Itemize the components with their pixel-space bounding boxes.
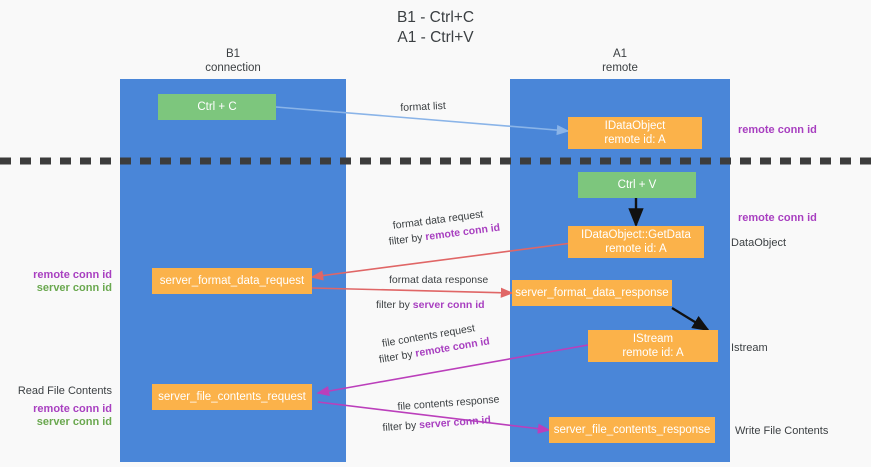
edge-label-file-contents-response: file contents response xyxy=(397,393,500,413)
filter-prefix: filter by xyxy=(388,231,427,248)
annotation-remote-conn-id-mid: remote conn id xyxy=(738,212,817,224)
filter-prefix: filter by xyxy=(382,419,420,434)
node-ctrl-c[interactable]: Ctrl + C xyxy=(158,94,276,120)
filter-key-server-conn-id: server conn id xyxy=(412,299,485,311)
annotation-left-remote-conn-id-2: remote conn id xyxy=(33,403,112,415)
node-server-file-contents-response[interactable]: server_file_contents_response xyxy=(549,417,715,443)
filter-key-server-conn-id: server conn id xyxy=(418,414,492,432)
annotation-dataobject: DataObject xyxy=(731,237,787,249)
node-server-format-data-request[interactable]: server_format_data_request xyxy=(152,268,312,294)
page-title: B1 - Ctrl+C A1 - Ctrl+V xyxy=(396,9,475,46)
lane-header-a1: A1 remote xyxy=(602,48,638,74)
annotation-left-remote-conn-id: remote conn id xyxy=(33,269,112,281)
annotation-read-file-contents: Read File Contents xyxy=(17,385,112,397)
edge-label-file-contents-response-filter: filter by server conn id xyxy=(382,413,491,435)
node-idataobject-getdata[interactable]: IDataObject::GetData remote id: A xyxy=(568,226,704,258)
edge-label-format-list: format list xyxy=(400,99,447,114)
edge-label-format-data-response-filter: filter by server conn id xyxy=(376,298,485,312)
edge-label-format-data-response: format data response xyxy=(389,274,489,286)
node-ctrl-v[interactable]: Ctrl + V xyxy=(578,172,696,198)
annotation-write-file-contents: Write File Contents xyxy=(735,425,829,437)
node-istream[interactable]: IStream remote id: A xyxy=(588,330,718,362)
node-server-file-contents-request[interactable]: server_file_contents_request xyxy=(152,384,312,410)
annotation-remote-conn-id-top: remote conn id xyxy=(738,124,817,136)
annotation-left-server-conn-id-2: server conn id xyxy=(36,416,112,428)
filter-prefix: filter by xyxy=(376,299,413,311)
annotation-left-server-conn-id: server conn id xyxy=(36,282,112,294)
annotation-istream: Istream xyxy=(731,342,768,354)
node-server-format-data-response[interactable]: server_format_data_response xyxy=(512,280,672,306)
node-idataobject[interactable]: IDataObject remote id: A xyxy=(568,117,702,149)
lane-header-b1: B1 connection xyxy=(205,48,261,74)
